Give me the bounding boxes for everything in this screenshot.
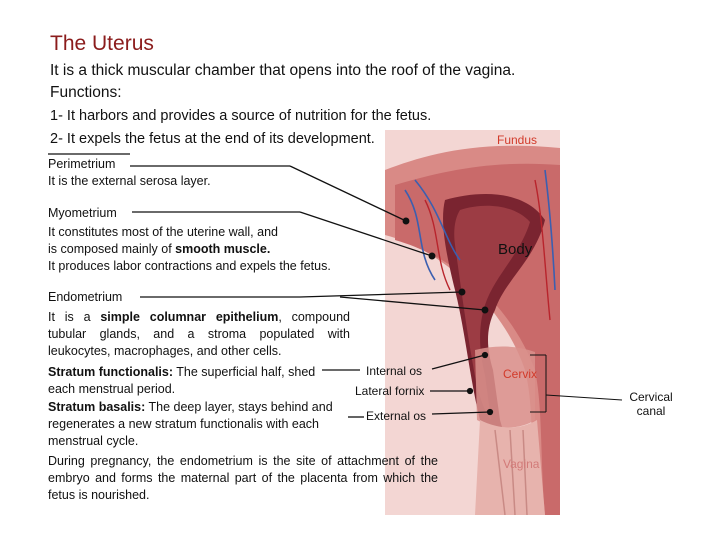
internal-os-pointer: [481, 351, 489, 359]
body-label: Body: [498, 241, 533, 258]
lateral-fornix-pointer: [466, 387, 474, 395]
function-item-2: 2- It expels the fetus at the end of its…: [50, 131, 375, 147]
cervical-canal-label-line2: canal: [636, 404, 666, 418]
functions-heading: Functions:: [50, 84, 122, 101]
stratum-functionalis: Stratum functionalis: The superficial ha…: [48, 364, 318, 398]
vagina-shape: [475, 420, 545, 515]
internal-os-leader: [431, 354, 486, 370]
stratum-basalis-text: The deep layer, stays behind and regener…: [48, 400, 333, 448]
perimetrium-heading: Perimetrium: [48, 157, 116, 171]
external-os-pointer: [486, 408, 494, 416]
perimetrium-leader-2: [289, 165, 407, 222]
arteries: [424, 179, 551, 321]
intro-text: It is a thick muscular chamber that open…: [50, 62, 516, 79]
uterus-illustration: [385, 130, 560, 515]
fundus-label: Fundus: [497, 133, 538, 147]
endometrium-intro: It is a simple columnar epithelium, comp…: [48, 309, 350, 360]
myometrium-line1: It constitutes most of the uterine wall,…: [48, 225, 278, 239]
stratum-basalis-heading: Stratum basalis:: [48, 400, 146, 414]
myometrium-leader-2: [299, 211, 433, 257]
endometrium-pointer-2: [481, 306, 489, 314]
myometrium-pointer: [428, 252, 436, 260]
cervical-canal-label: Cervical canal: [623, 390, 679, 418]
external-os-label: External os: [366, 409, 427, 423]
function-item-1: 1- It harbors and provides a source of n…: [50, 108, 432, 124]
blood-vessels: [404, 169, 556, 291]
pregnancy-text: During pregnancy, the endometrium is the…: [48, 454, 438, 502]
cervix-shape: [475, 346, 535, 428]
perimetrium-text: It is the external serosa layer.: [48, 174, 211, 188]
cervix-label: Cervix: [503, 367, 538, 381]
myometrium-line3: It produces labor contractions and expel…: [48, 259, 331, 273]
cervical-canal-leader: [545, 394, 623, 401]
endometrium-intro-post: , compound tubular glands, and a stroma …: [48, 310, 350, 358]
vaginal-rugae: [494, 429, 528, 515]
lateral-fornix-label: Lateral fornix: [355, 384, 425, 398]
internal-os-label: Internal os: [366, 364, 423, 378]
endometrium-leader-2: [299, 291, 463, 298]
endometrium-heading: Endometrium: [48, 290, 123, 304]
myometrium-line2-text: is composed mainly of: [48, 242, 176, 256]
stratum-basalis: Stratum basalis: The deep layer, stays b…: [48, 399, 348, 450]
myometrium-heading: Myometrium: [48, 206, 117, 220]
endometrium-layer: [454, 205, 530, 420]
vagina-label: Vagina: [503, 457, 540, 471]
endometrium-intro-pre: It is a: [48, 310, 101, 324]
external-os-leader: [431, 411, 491, 415]
simple-columnar-bold: simple columnar epithelium: [100, 310, 279, 324]
stratum-functionalis-heading: Stratum functionalis:: [48, 365, 174, 379]
stratum-functionalis-text: The superficial half, shed each menstrua…: [48, 365, 316, 396]
myometrium-line2: is composed mainly of smooth muscle.: [48, 241, 331, 258]
perimetrium-pointer: [402, 217, 410, 225]
smooth-muscle-bold: smooth muscle.: [175, 242, 271, 256]
cervical-canal-label-line1: Cervical: [629, 390, 673, 404]
page-title: The Uterus: [50, 32, 154, 55]
endometrium-leader-3: [339, 296, 486, 311]
myometrium-block: Myometrium It constitutes most of the ut…: [48, 205, 331, 275]
perimetrium-block: Perimetrium It is the external serosa la…: [48, 156, 211, 190]
endometrium-pointer: [458, 288, 466, 296]
